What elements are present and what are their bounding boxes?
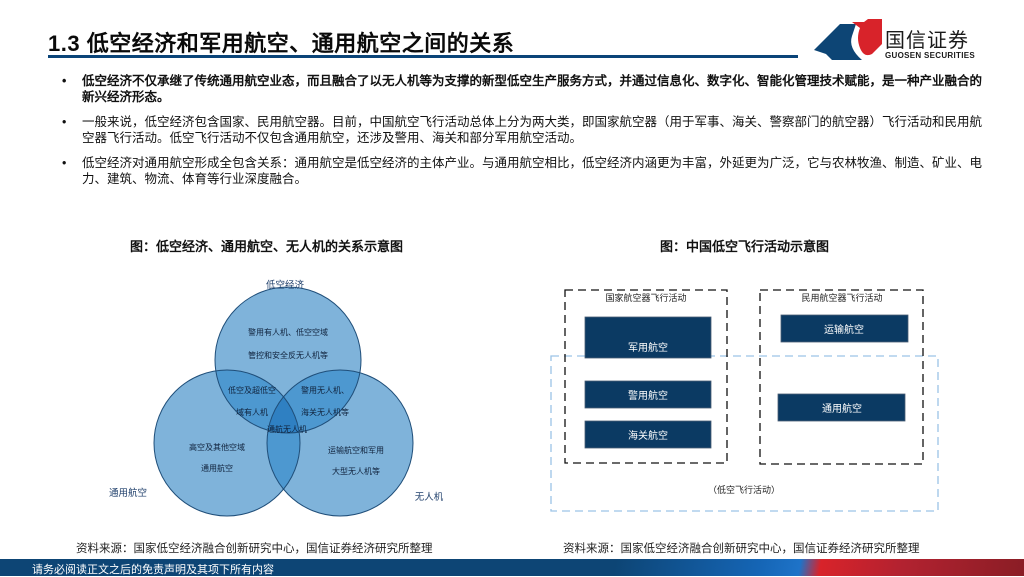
figure-left-source: 资料来源：国家低空经济融合创新研究中心，国信证券经济研究所整理 [76, 543, 433, 555]
label-general-aviation: 通用航空 [109, 487, 147, 499]
region-top-only-line1: 警用有人机、低空空域 [248, 327, 328, 337]
label-low-altitude-economy: 低空经济 [266, 279, 305, 291]
box-general-aviation: 通用航空 [777, 393, 906, 422]
bullet-dot: • [62, 74, 67, 88]
flight-activity-diagram: 国家航空器飞行活动 民用航空器飞行活动 军用航空 警用航空 海关航空 运输航空 … [550, 289, 939, 512]
low-altitude-label: （低空飞行活动） [708, 484, 780, 495]
region-left-only-line1: 高空及其他空域 [189, 442, 245, 452]
region-top-left-line1: 低空及超低空 [228, 385, 276, 395]
national-aircraft-region [564, 289, 728, 464]
box-transport-aviation: 运输航空 [780, 314, 909, 343]
venn-diagram: 低空经济 通用航空 无人机 警用有人机、低空空域 管控和安全反无人机等 低空及超… [109, 279, 444, 517]
svg-text:运输航空: 运输航空 [824, 323, 864, 336]
figure-left-title: 图：低空经济、通用航空、无人机的关系示意图 [130, 239, 404, 254]
national-aircraft-label: 国家航空器飞行活动 [605, 292, 686, 303]
svg-text:军用航空: 军用航空 [628, 341, 668, 354]
region-left-only-line2: 通用航空 [201, 463, 233, 473]
bullet-list: • 低空经济不仅承继了传统通用航空业态，而且融合了以无人机等为支撑的新型低空生产… [62, 73, 982, 196]
footer-bar: 请务必阅读正文之后的免责声明及其项下所有内容 [0, 559, 1024, 576]
region-top-only-line2: 管控和安全反无人机等 [248, 350, 328, 360]
logo-text-cn: 国信证券 [885, 30, 969, 52]
bullet-item: • 低空经济对通用航空形成全包含关系：通用航空是低空经济的主体产业。与通用航空相… [62, 155, 982, 187]
bullet-item: • 低空经济不仅承继了传统通用航空业态，而且融合了以无人机等为支撑的新型低空生产… [62, 73, 982, 105]
disclaimer-text: 请务必阅读正文之后的免责声明及其项下所有内容 [32, 564, 274, 576]
page-title: 1.3 低空经济和军用航空、通用航空之间的关系 [48, 31, 515, 56]
figure-right-source: 资料来源：国家低空经济融合创新研究中心，国信证券经济研究所整理 [563, 543, 920, 555]
svg-text:警用航空: 警用航空 [628, 389, 668, 402]
box-military-aviation: 军用航空 [584, 316, 712, 359]
bullet-dot: • [62, 115, 67, 129]
svg-text:海关航空: 海关航空 [628, 429, 668, 442]
region-top-right-line2: 海关无人机等 [301, 407, 349, 417]
region-right-only-line1: 运输航空和军用 [328, 445, 384, 455]
bullet-text: 低空经济不仅承继了传统通用航空业态，而且融合了以无人机等为支撑的新型低空生产服务… [82, 74, 983, 104]
box-police-aviation: 警用航空 [584, 380, 712, 409]
region-top-right-line1: 警用无人机、 [301, 385, 349, 395]
civil-aircraft-label: 民用航空器飞行活动 [801, 292, 882, 303]
civil-aircraft-region [759, 289, 924, 465]
bullet-text: 一般来说，低空经济包含国家、民用航空器。目前，中国航空飞行活动总体上分为两大类，… [82, 115, 983, 145]
bullet-item: • 一般来说，低空经济包含国家、民用航空器。目前，中国航空飞行活动总体上分为两大… [62, 114, 982, 146]
logo-text-en: GUOSEN SECURITIES [885, 51, 976, 60]
region-top-left-line2: 域有人机 [236, 407, 268, 417]
region-center: 通航无人机 [267, 424, 307, 434]
region-right-only-line2: 大型无人机等 [332, 466, 380, 476]
guosen-logo-icon [814, 19, 882, 60]
box-customs-aviation: 海关航空 [584, 420, 712, 449]
figure-right-title: 图：中国低空飞行活动示意图 [660, 239, 830, 254]
low-altitude-region [550, 355, 939, 512]
bullet-dot: • [62, 156, 67, 170]
svg-text:通用航空: 通用航空 [822, 402, 862, 415]
bullet-text: 低空经济对通用航空形成全包含关系：通用航空是低空经济的主体产业。与通用航空相比，… [82, 156, 983, 186]
label-drones: 无人机 [415, 491, 444, 503]
title-underline [48, 55, 798, 58]
